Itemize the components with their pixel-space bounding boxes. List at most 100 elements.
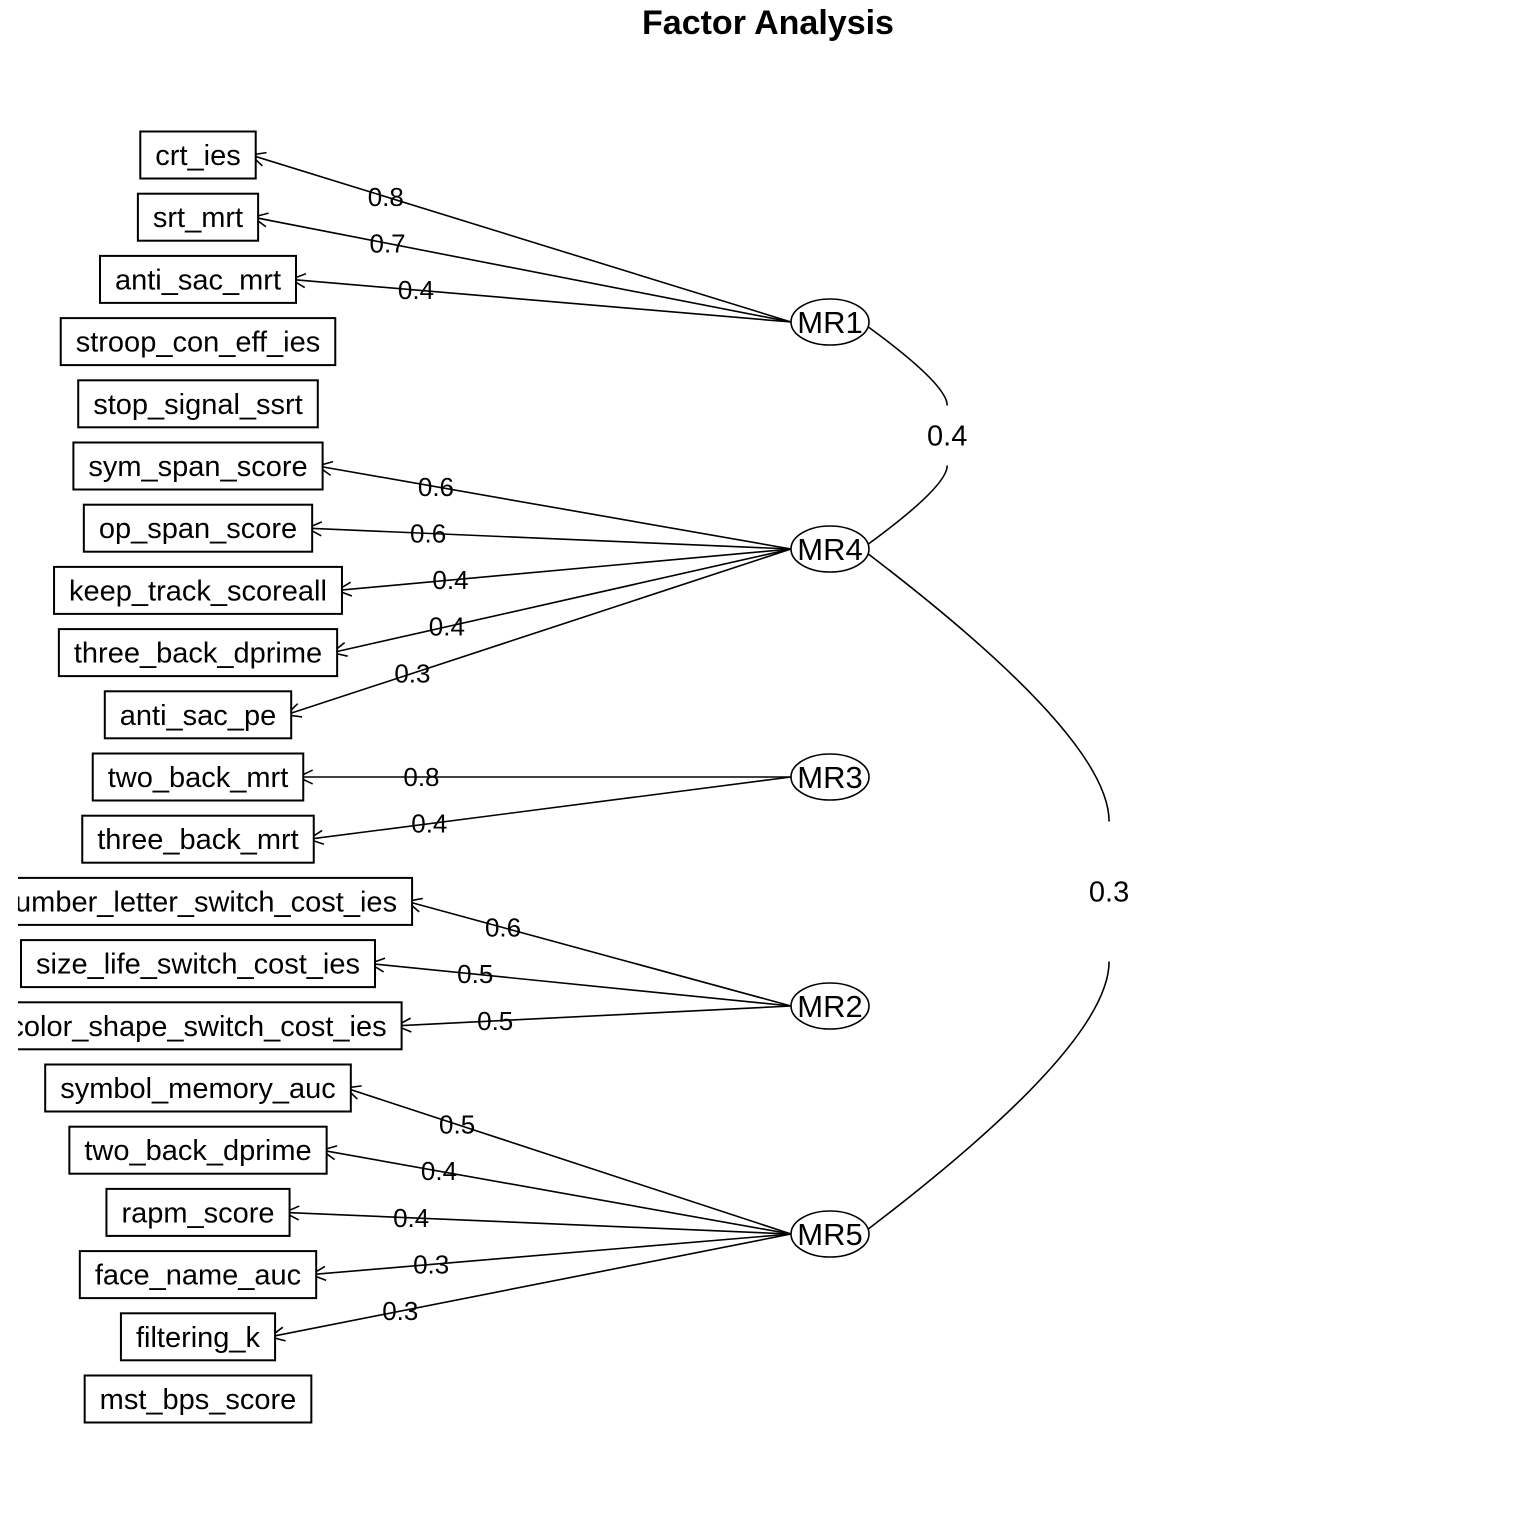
variable-label: filtering_k [136, 1322, 261, 1354]
variable-box-frame [98, 254, 298, 304]
loading-line [269, 1233, 792, 1338]
factor-node-mr4: MR4 [790, 525, 870, 573]
variable-box-two-back-mrt: two_back_mrt [91, 752, 305, 802]
loading-value: 0.4 [411, 809, 447, 839]
loading-mr4-sym-span-score: 0.6 [315, 460, 792, 550]
variable-label: mst_bps_score [100, 1384, 297, 1416]
variable-box-crt-ies: crt_ies [139, 130, 257, 180]
variable-box-frame [44, 1063, 352, 1113]
variable-label: number_letter_switch_cost_ies [0, 886, 397, 918]
variable-label: symbol_memory_auc [60, 1073, 336, 1105]
variable-box-mst-bps-score: mst_bps_score [83, 1374, 313, 1424]
factor-ellipse [790, 753, 870, 801]
loading-mr1-srt-mrt: 0.7 [251, 212, 792, 323]
variable-box-frame [59, 317, 337, 367]
loading-line [284, 1211, 792, 1235]
factor-correlations: 0.4 0.3 [866, 325, 1129, 1231]
loading-mr4-three-back-dprime: 0.4 [330, 548, 792, 657]
factor-label: MR5 [797, 1217, 862, 1252]
loading-line [307, 527, 792, 550]
loading-line [406, 900, 792, 1007]
variable-label: two_back_dprime [84, 1135, 311, 1167]
loading-value: 0.7 [370, 228, 406, 258]
variable-box-stroop-con-eff-ies: stroop_con_eff_ies [59, 317, 337, 367]
variable-box-frame [103, 690, 293, 740]
loading-line [290, 278, 792, 323]
variable-label: srt_mrt [153, 202, 243, 234]
loading-value: 0.3 [382, 1296, 418, 1326]
variable-box-sym-span-score: sym_span_score [72, 441, 324, 491]
correlation-value: 0.4 [927, 421, 967, 453]
correlation-mr1-mr4: 0.4 [866, 325, 967, 546]
loading-mr2-number-letter-switch-cost-ies: 0.6 [405, 897, 792, 1007]
variable-box-symbol-memory-auc: symbol_memory_auc [44, 1063, 352, 1113]
factor-ellipse [790, 525, 870, 573]
observed-variables: crt_ies srt_mrt anti_sac_mrt stroop_con_eff… [0, 130, 414, 1424]
loading-line [311, 1233, 792, 1276]
variable-box-size-life-switch-cost-ies: size_life_switch_cost_ies [20, 939, 376, 989]
variable-box-frame [82, 503, 314, 553]
loading-value: 0.6 [410, 518, 446, 548]
variable-box-frame [18, 1001, 403, 1051]
variable-label: size_life_switch_cost_ies [36, 949, 360, 981]
loading-mr2-size-life-switch-cost-ies: 0.5 [368, 957, 792, 1007]
variable-box-frame [83, 1374, 313, 1424]
variable-box-frame [57, 628, 339, 678]
variable-box-frame [53, 565, 343, 615]
correlation-arc-lower [866, 465, 949, 546]
loading-line [252, 216, 792, 323]
loading-mr4-anti-sac-pe: 0.3 [284, 548, 792, 718]
variable-label: face_name_auc [95, 1260, 301, 1292]
loading-mr3-two-back-mrt: 0.8 [296, 762, 791, 792]
loading-value: 0.5 [457, 959, 493, 989]
loading-line [396, 1005, 792, 1027]
loading-mr1-anti-sac-mrt: 0.4 [289, 272, 792, 323]
loading-line [285, 548, 792, 716]
loading-value: 0.8 [368, 182, 404, 212]
loading-value: 0.8 [403, 762, 439, 792]
variable-label: sym_span_score [88, 451, 307, 483]
variable-box-anti-sac-mrt: anti_sac_mrt [98, 254, 298, 304]
correlation-arc-lower [866, 961, 1110, 1231]
factor-label: MR4 [797, 532, 862, 567]
variable-label: anti_sac_pe [120, 700, 276, 732]
loading-value: 0.6 [485, 913, 521, 943]
variable-box-two-back-dprime: two_back_dprime [68, 1125, 328, 1175]
loading-value: 0.5 [477, 1006, 513, 1036]
loading-mr1-crt-ies: 0.8 [248, 151, 792, 323]
variable-box-frame [78, 1250, 318, 1300]
variable-box-frame [105, 1187, 291, 1237]
variable-box-srt-mrt: srt_mrt [136, 192, 260, 242]
variable-box-keep-track-scoreall: keep_track_scoreall [53, 565, 343, 615]
variable-box-face-name-auc: face_name_auc [78, 1250, 318, 1300]
loading-mr5-rapm-score: 0.4 [282, 1203, 792, 1235]
variable-label: rapm_score [121, 1197, 274, 1229]
loading-value: 0.3 [394, 658, 430, 688]
factor-label: MR1 [797, 305, 862, 340]
factor-node-mr2: MR2 [790, 982, 870, 1030]
loading-value: 0.6 [418, 472, 454, 502]
variable-label: stroop_con_eff_ies [76, 327, 321, 359]
loading-value: 0.3 [413, 1249, 449, 1279]
loading-mr2-color-shape-switch-cost-ies: 0.5 [394, 1005, 792, 1036]
variable-box-op-span-score: op_span_score [82, 503, 314, 553]
variable-box-frame [20, 939, 376, 989]
factor-node-mr1: MR1 [790, 298, 870, 346]
variable-box-rapm-score: rapm_score [105, 1187, 291, 1237]
correlation-mr4-mr5: 0.3 [866, 552, 1129, 1231]
variable-box-stop-signal-ssrt: stop_signal_ssrt [77, 379, 319, 429]
correlation-arc-upper [866, 552, 1110, 822]
factor-label: MR2 [797, 989, 862, 1024]
variable-label: three_back_dprime [74, 638, 322, 670]
diagram-title: Factor Analysis [642, 4, 894, 42]
loading-line [331, 548, 792, 654]
factor-ellipse [790, 298, 870, 346]
loading-line [317, 465, 792, 550]
factor-ellipse [790, 1210, 870, 1258]
correlation-arc-upper [866, 325, 949, 406]
loading-value: 0.4 [421, 1156, 457, 1186]
loading-mr5-face-name-auc: 0.3 [309, 1233, 792, 1282]
loading-mr4-keep-track-scoreall: 0.4 [335, 548, 792, 597]
